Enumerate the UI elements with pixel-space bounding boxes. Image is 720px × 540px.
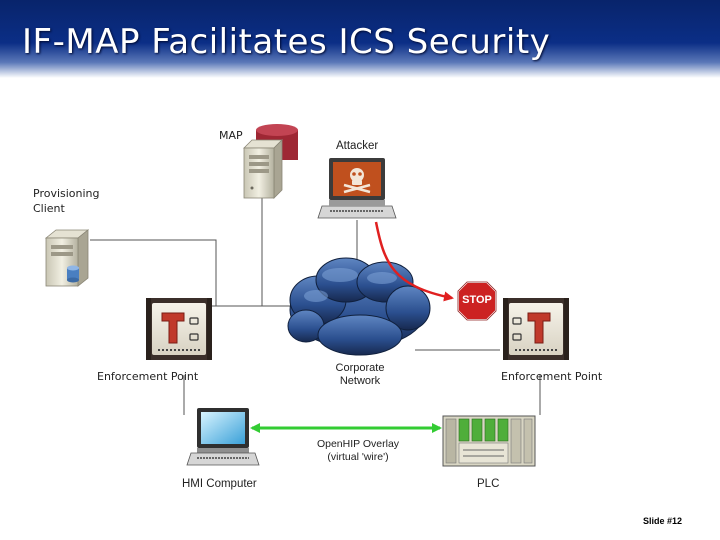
enforcement-point-left-label: Enforcement Point: [97, 370, 199, 383]
attack-path: [374, 221, 454, 302]
network-links: [90, 198, 541, 415]
corporate-network-label-line2: Network: [339, 375, 381, 387]
overlay-label-line1: OpenHIP Overlay: [316, 438, 400, 450]
provisioning-link: [90, 239, 217, 306]
skull-crossbones-icon: [343, 168, 371, 194]
database-icon: [67, 265, 79, 283]
plc-icon: [442, 415, 536, 467]
overlay-label-line2: (virtual 'wire'): [327, 451, 389, 463]
provisioning-server-icon: [44, 229, 90, 287]
attacker-laptop-icon: [317, 158, 397, 219]
attacker-label: Attacker: [336, 140, 379, 152]
title-bar: IF-MAP Facilitates ICS Security: [0, 0, 720, 78]
map-server-icon: [243, 139, 283, 199]
stop-sign-label: STOP: [462, 294, 492, 306]
enforcement-point-right-label: Enforcement Point: [501, 370, 603, 383]
stop-sign-icon: [457, 281, 497, 321]
hmi-laptop-icon: [186, 408, 260, 466]
enforcement-device-icon-left: [146, 298, 212, 360]
corporate-network-label-line1: Corporate: [335, 362, 385, 374]
plc-label: PLC: [477, 478, 500, 490]
enforcement-device-icon-right: [503, 298, 569, 360]
slide-number: Slide #12: [643, 516, 683, 526]
map-label: MAP: [219, 129, 243, 142]
provisioning-client-label: Provisioning Client: [33, 186, 100, 216]
provisioning-client-label-line2: Client: [33, 202, 65, 215]
provisioning-client-label-line1: Provisioning: [33, 187, 100, 200]
corporate-network-label: Corporate Network: [330, 362, 390, 388]
overlay-label: OpenHIP Overlay (virtual 'wire'): [306, 438, 410, 464]
cloud-icon: [287, 257, 431, 356]
hmi-computer-label: HMI Computer: [182, 478, 257, 490]
slide-title: IF-MAP Facilitates ICS Security: [22, 22, 551, 62]
cloud-highlights: [304, 268, 397, 302]
